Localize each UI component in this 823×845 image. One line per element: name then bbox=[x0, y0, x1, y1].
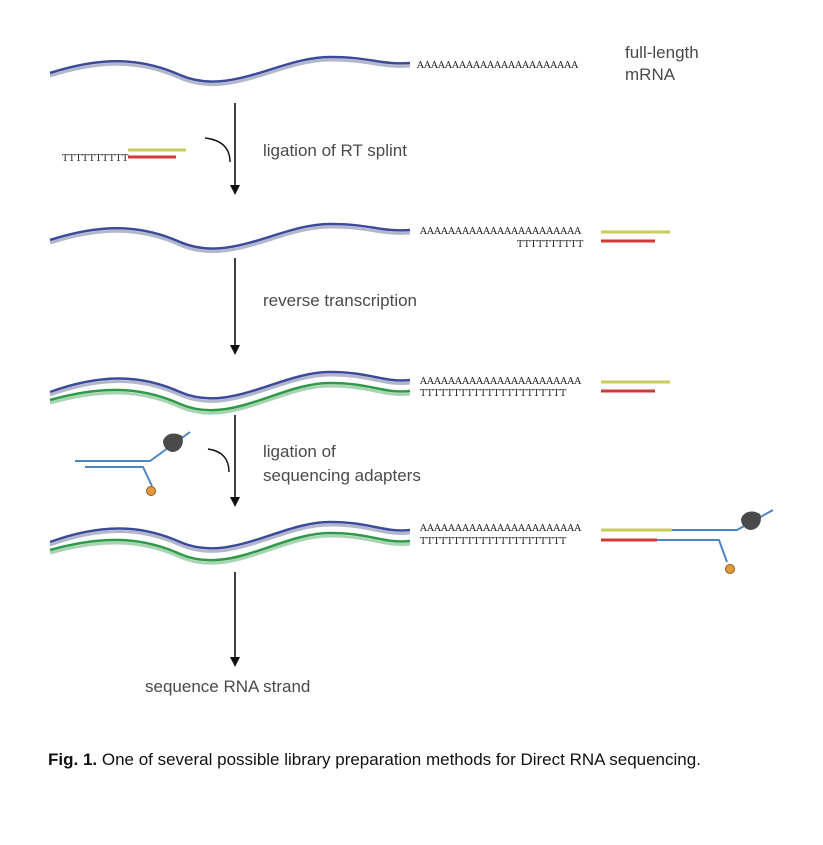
polya-tail: AAAAAAAAAAAAAAAAAAAAAAA bbox=[416, 60, 578, 71]
join-arrow bbox=[204, 137, 231, 163]
mrna-label: mRNA bbox=[625, 65, 676, 84]
polya-tail: AAAAAAAAAAAAAAAAAAAAAAA bbox=[419, 376, 581, 387]
arrow-sequence-rna: sequence RNA strand bbox=[145, 572, 310, 696]
polyt-splint: TTTTTTTTTT bbox=[62, 153, 129, 164]
rt-splint: TTTTTTTTTT bbox=[62, 148, 186, 164]
motor-protein bbox=[163, 433, 183, 452]
step-4-adapter-ligated-library: AAAAAAAAAAAAAAAAAAAAAAA TTTTTTTTTTTTTTTT… bbox=[49, 509, 774, 574]
rna-strand bbox=[49, 370, 411, 400]
rna-strand-shadow bbox=[49, 523, 411, 553]
arrow-ligation-rt-splint: ligation of RT splint bbox=[204, 103, 407, 195]
step-2-mrna-with-splint: AAAAAAAAAAAAAAAAAAAAAAA TTTTTTTTTT bbox=[49, 222, 670, 254]
sequence-rna-strand-label: sequence RNA strand bbox=[145, 677, 310, 696]
tether-bead bbox=[146, 486, 156, 496]
rna-strand-shadow bbox=[49, 373, 411, 403]
cdna-strand bbox=[49, 381, 411, 412]
caption-text: One of several possible library preparat… bbox=[97, 750, 701, 769]
cdna-strand bbox=[49, 531, 411, 562]
cdna-strand-shadow bbox=[49, 384, 411, 415]
rna-strand-shadow bbox=[49, 225, 411, 254]
step-3-rna-cdna-hybrid: AAAAAAAAAAAAAAAAAAAAAAA TTTTTTTTTTTTTTTT… bbox=[49, 370, 670, 415]
arrow-ligation-adapters: ligation of sequencing adapters bbox=[207, 415, 421, 507]
reverse-transcription-label: reverse transcription bbox=[263, 291, 417, 310]
sequencing-adapter bbox=[75, 431, 191, 496]
sequencing-adapters-label: sequencing adapters bbox=[263, 466, 421, 485]
figure-caption: Fig. 1. One of several possible library … bbox=[48, 750, 818, 770]
full-length-label: full-length bbox=[625, 43, 699, 62]
rna-strand bbox=[49, 222, 411, 250]
ligation-of-label: ligation of bbox=[263, 442, 336, 461]
rna-strand-shadow bbox=[49, 58, 411, 87]
step-1-full-length-mrna: AAAAAAAAAAAAAAAAAAAAAAA full-length mRNA bbox=[49, 43, 699, 87]
polya-tail: AAAAAAAAAAAAAAAAAAAAAAA bbox=[419, 523, 581, 534]
motor-protein bbox=[741, 511, 761, 530]
rna-strand bbox=[49, 520, 411, 550]
ligation-rt-splint-label: ligation of RT splint bbox=[263, 141, 407, 160]
tether-bead bbox=[725, 564, 735, 574]
arrow-reverse-transcription: reverse transcription bbox=[230, 258, 417, 355]
polyt-splint: TTTTTTTTTT bbox=[517, 239, 584, 250]
join-arrow bbox=[207, 448, 230, 473]
figure-number: Fig. 1. bbox=[48, 750, 98, 769]
polyt-cdna: TTTTTTTTTTTTTTTTTTTTTT bbox=[420, 536, 567, 547]
rna-strand bbox=[49, 55, 411, 83]
adapter-bottom-strand bbox=[85, 466, 153, 487]
polya-tail: AAAAAAAAAAAAAAAAAAAAAAA bbox=[419, 226, 581, 237]
adapter-top-strand bbox=[672, 509, 774, 531]
polyt-cdna: TTTTTTTTTTTTTTTTTTTTTT bbox=[420, 388, 567, 399]
adapter-bottom-strand bbox=[657, 539, 728, 563]
cdna-strand-shadow bbox=[49, 534, 411, 565]
